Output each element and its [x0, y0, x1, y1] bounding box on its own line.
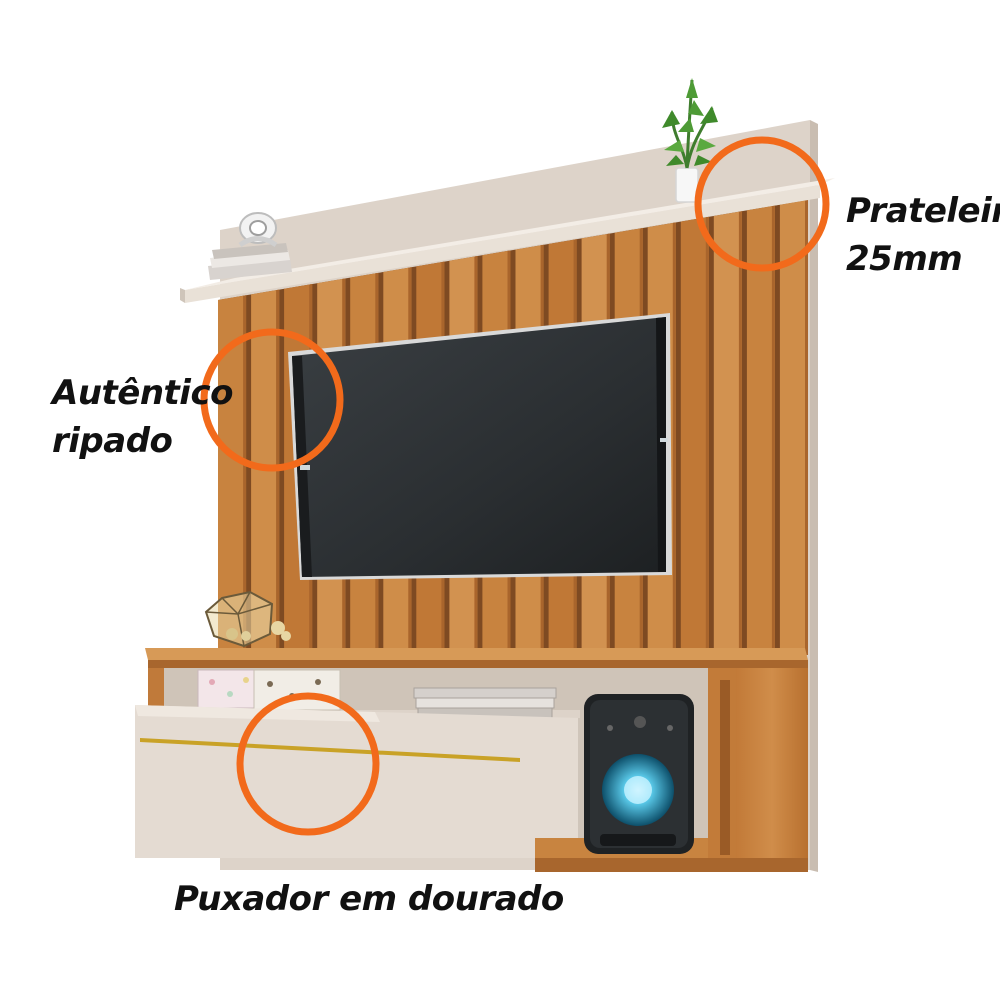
wood-slat-shadow	[243, 200, 247, 655]
slats-label-line2: ripado	[52, 421, 173, 461]
gift-boxes-icon	[197, 669, 341, 711]
wood-slat-shadow	[771, 200, 775, 655]
books-icon	[413, 687, 557, 719]
shelf-label-line2: 25mm	[846, 239, 962, 279]
handle-label: Puxador em dourado	[174, 879, 564, 919]
callout-circle-shelf	[694, 136, 830, 272]
plant-icon	[662, 78, 718, 203]
right-frame	[535, 668, 808, 872]
wood-slat-shadow	[738, 200, 742, 655]
shelf-label-line1: Prateleira	[846, 191, 1000, 231]
callout-circle-handle	[236, 692, 380, 836]
tv	[288, 313, 672, 580]
wood-slat	[779, 200, 808, 655]
sculpture-icon	[238, 212, 278, 248]
wood-slat	[713, 200, 742, 655]
wood-slat	[746, 200, 775, 655]
cabinet-left-side	[148, 668, 164, 710]
wood-slat-shadow	[805, 200, 808, 655]
books-icon	[208, 243, 292, 280]
speaker-icon	[584, 694, 694, 854]
drawer	[135, 705, 582, 858]
wood-slat-shadow	[276, 200, 280, 655]
gold-handle	[140, 738, 520, 762]
callout-circle-slats	[200, 328, 344, 472]
wood-slat	[680, 200, 709, 655]
slats-label-line1: Autêntico	[49, 373, 233, 413]
cabinet-top	[145, 648, 808, 668]
wood-slat-shadow	[672, 200, 676, 655]
wood-slat-shadow	[705, 200, 709, 655]
back-panel-edge	[810, 120, 818, 872]
terrarium-icon	[204, 590, 291, 648]
top-shelf	[180, 178, 835, 303]
